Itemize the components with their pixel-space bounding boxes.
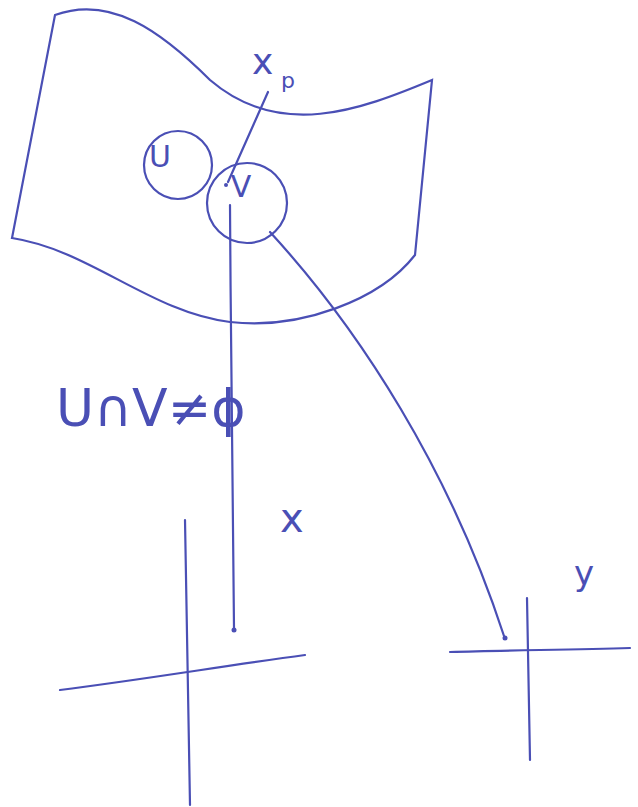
coordinate-axis (450, 648, 630, 652)
chart-circle: V (207, 163, 287, 243)
leader-line (228, 92, 268, 182)
chart-point (232, 628, 237, 633)
chart-point (503, 636, 508, 641)
chart-map-line (270, 232, 504, 636)
chart-circle: U (144, 131, 212, 199)
coordinate-axis (185, 520, 190, 805)
chart-label: x (280, 498, 304, 538)
point-label: x (252, 44, 273, 80)
chart-label: y (574, 556, 594, 590)
circle-outline (144, 131, 212, 199)
coordinate-axis (527, 598, 530, 760)
coordinate-axis (60, 655, 305, 690)
manifold-surface (12, 9, 432, 323)
formula-note: U∩V≠ϕ (56, 382, 246, 434)
set-name: U (149, 142, 171, 172)
circle-outline (207, 163, 287, 243)
set-name: V (231, 172, 252, 202)
point-subscript: p (281, 70, 295, 92)
surface-point (224, 183, 228, 187)
